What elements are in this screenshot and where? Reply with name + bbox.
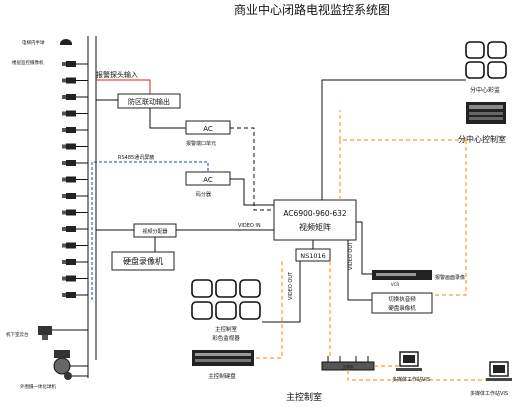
dvr-box bbox=[111, 251, 175, 271]
workstation-1-icon bbox=[396, 351, 422, 371]
sub-center-room-label: 分中心控制室 bbox=[458, 134, 506, 144]
dvr-label: 硬盘录像机 bbox=[123, 256, 163, 266]
switcher-label: 切换执音频 bbox=[388, 295, 416, 303]
workstation-2-icon bbox=[486, 361, 512, 381]
alarm-port-label: 报警端口单元 bbox=[186, 140, 216, 147]
workstation-2-label: 多媒体工作站VIS bbox=[470, 390, 508, 397]
camera-icon bbox=[62, 176, 88, 183]
camera-icon bbox=[62, 209, 88, 216]
dvr2-label: 硬盘录像机 bbox=[388, 304, 416, 312]
zone-output-label: 防区联动输出 bbox=[128, 97, 170, 106]
fixed-camera-label: 楼层监控摄像机 bbox=[12, 59, 44, 66]
camera-icon bbox=[62, 110, 88, 117]
switch-label: 交换机 bbox=[343, 364, 354, 369]
speed-dome-label: 电梯内半球 bbox=[22, 39, 45, 46]
rs485-label: RS485通讯屏蔽 bbox=[118, 154, 154, 161]
workstation-1-label: 多媒体工作站VIS bbox=[392, 376, 430, 383]
main-keyboard-label: 主控制键盘 bbox=[208, 372, 236, 380]
dome-camera-icon bbox=[60, 39, 72, 45]
camera-icon bbox=[62, 143, 88, 150]
camera-icon bbox=[62, 259, 88, 265]
parking-camera-label: 机下室云台 bbox=[6, 331, 29, 338]
camera-icon bbox=[62, 77, 88, 84]
alarm-recorder-device: VCR bbox=[372, 270, 432, 287]
network-switch-device: 交换机 bbox=[321, 356, 375, 371]
diagram-title: 商业中心闭路电视监控系统图 bbox=[234, 2, 390, 17]
camera-icon bbox=[62, 226, 88, 232]
camera-icon bbox=[62, 242, 88, 249]
ac-box-2-label: AC bbox=[203, 176, 213, 184]
alarm-probe-input-label: 报警探头输入 bbox=[96, 70, 138, 79]
main-monitor-label-2: 彩色监视器 bbox=[212, 334, 240, 342]
sub-center-monitor-label: 分中心彩监 bbox=[470, 86, 500, 94]
camera-icon bbox=[62, 275, 88, 282]
matrix-model: AC6900-960-632 bbox=[283, 209, 347, 218]
video-distributor-label: 视频分配器 bbox=[142, 228, 167, 235]
camera-icon bbox=[62, 193, 88, 199]
camera-column bbox=[62, 36, 97, 378]
sub-center-keyboard bbox=[466, 102, 506, 124]
camera-icon bbox=[62, 292, 88, 298]
main-monitor-label-1: 主控制室 bbox=[215, 325, 238, 333]
video-matrix-box bbox=[273, 199, 357, 241]
video-in-label: VIDEO IN bbox=[238, 223, 261, 229]
switcher-box bbox=[371, 292, 433, 314]
ns1016-label: NS1016 bbox=[300, 252, 326, 260]
camera-icon bbox=[62, 94, 88, 100]
video-out-label-1: VIDEO OUT bbox=[348, 241, 354, 270]
speed-dome-camera-icon bbox=[53, 350, 88, 377]
sub-center-monitor-wall bbox=[465, 41, 507, 79]
ac-box-1-label: AC bbox=[203, 125, 213, 133]
camera-icon bbox=[62, 160, 88, 166]
vcr-label: VCR bbox=[391, 282, 400, 287]
speed-dome-camera-icon bbox=[64, 372, 72, 380]
zone-output-box bbox=[117, 93, 181, 109]
matrix-name: 视频矩阵 bbox=[299, 222, 331, 232]
alarm-recorder-label: 报警画面录像 bbox=[435, 274, 465, 281]
camera-icon bbox=[62, 127, 88, 133]
ptz-camera-icon bbox=[38, 326, 88, 340]
code-splitter-label: 码分器 bbox=[196, 191, 211, 198]
camera-icon bbox=[62, 61, 88, 67]
main-control-room-label: 主控制室 bbox=[286, 391, 322, 403]
outdoor-camera-label: 外围摄一体化球机 bbox=[20, 383, 56, 390]
main-control-keyboard bbox=[192, 350, 254, 366]
main-monitor-wall bbox=[191, 279, 261, 320]
video-out-label-2: VIDEO OUT bbox=[288, 271, 294, 300]
